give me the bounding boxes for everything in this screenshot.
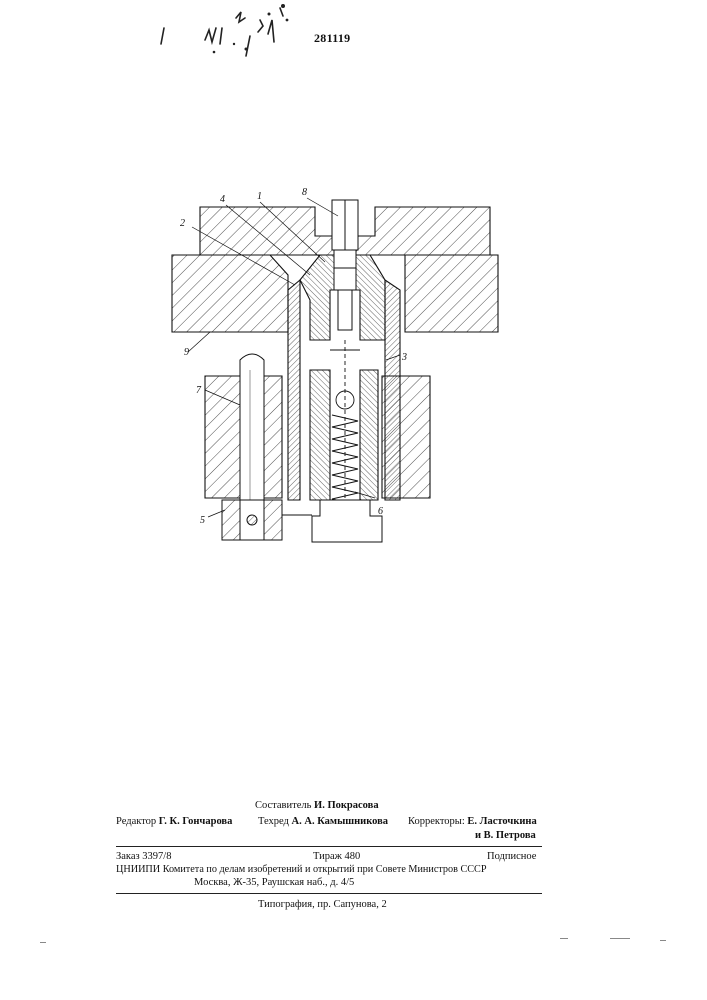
label-4: 4 [220,194,225,205]
editor-name: Г. К. Гончарова [159,816,233,827]
correctors-line: Корректоры: Е. Ласточкина [408,815,537,828]
scan-specks [0,930,707,950]
patent-number: 281119 [314,31,350,46]
sleeve-left [288,280,300,500]
techred-line: Техред А. А. Камышникова [258,815,388,828]
handwritten-scribble [150,0,310,60]
block-part-5 [222,500,282,540]
address: Москва, Ж-35, Раушская наб., д. 4/5 [194,876,354,889]
right-block [405,255,498,332]
compiler-name: И. Покрасова [314,800,379,811]
block-9 [172,255,288,332]
subscription: Подписное [487,850,536,863]
corrector-1: Е. Ласточкина [467,816,536,827]
techred-name: А. А. Камышникова [292,816,389,827]
label-1: 1 [257,191,262,202]
printer: Типография, пр. Сапунова, 2 [258,898,387,911]
screw-part-8 [332,200,358,330]
label-3: 3 [401,352,407,363]
corrector-2-line: и В. Петрова [475,829,536,842]
divider-top [116,846,542,847]
label-7: 7 [196,385,202,396]
compiler-label: Составитель [255,800,311,811]
label-5: 5 [200,515,205,526]
inner-wall-left [310,370,330,500]
label-8: 8 [302,187,307,198]
technical-drawing: 4 1 8 2 3 7 5 6 9 [160,180,510,555]
sleeve-part-3 [385,280,400,500]
inner-wall-right [360,370,378,500]
corrector-2: и В. Петрова [475,830,536,841]
order-number: Заказ 3397/8 [116,850,171,863]
label-2: 2 [180,218,185,229]
correctors-label: Корректоры: [408,816,465,827]
circulation: Тираж 480 [313,850,360,863]
institute: ЦНИИПИ Комитета по делам изобретений и о… [116,863,487,876]
editor-label: Редактор [116,816,156,827]
bottom-flange [312,500,382,542]
label-9: 9 [184,347,189,358]
divider-bottom [116,893,542,894]
label-6: 6 [378,506,383,517]
techred-label: Техред [258,816,289,827]
compiler-line: Составитель И. Покрасова [255,799,379,812]
editor-line: Редактор Г. К. Гончарова [116,815,232,828]
